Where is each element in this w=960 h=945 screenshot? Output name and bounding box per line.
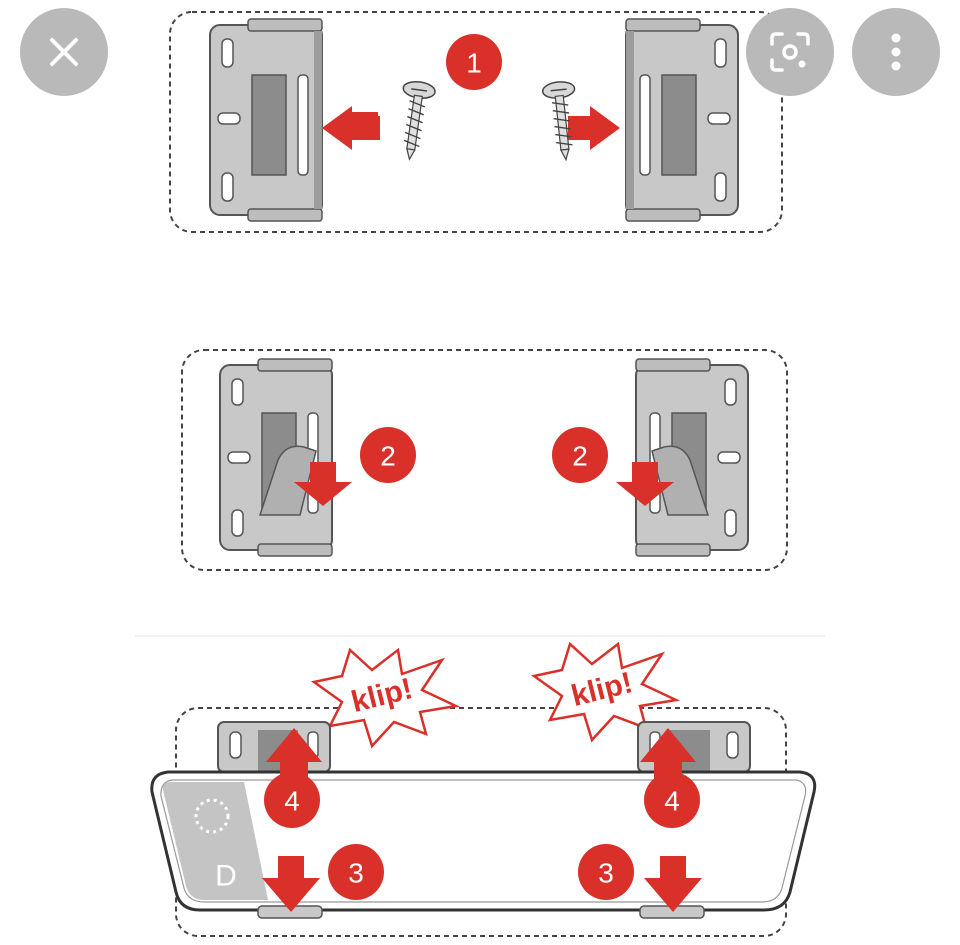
step34-left-top-bracket xyxy=(217,721,331,773)
step2-arrow-left-icon xyxy=(294,462,352,506)
step1-number: 1 xyxy=(466,48,482,79)
step1-dashed-frame xyxy=(169,11,783,233)
step4-number-right: 4 xyxy=(664,786,680,817)
step2-left-bracket xyxy=(219,358,333,557)
lens-search-button[interactable] xyxy=(746,8,834,96)
step1-arrow-left-shape-icon xyxy=(322,106,380,150)
step3-badge-left: 3 xyxy=(328,844,384,900)
step34-panel: klip! klip! D xyxy=(135,635,825,937)
step4-number-left: 4 xyxy=(284,786,300,817)
lens-search-icon xyxy=(770,32,810,72)
mirror-sensor-icon xyxy=(194,798,230,834)
step1-arrow-right-shape-icon xyxy=(568,106,620,150)
step2-arrow-right-icon xyxy=(616,462,674,506)
step4-badge-left: 4 xyxy=(264,772,320,828)
klip-burst-left: klip! xyxy=(310,647,461,749)
step1-left-bracket xyxy=(209,18,323,222)
mirror-inner-outline xyxy=(160,779,807,903)
step2-number-right: 2 xyxy=(572,441,588,472)
step3-number-left: 3 xyxy=(348,858,364,889)
step1-panel: 1 xyxy=(169,11,783,233)
step2-badge-right: 2 xyxy=(552,427,608,483)
klip-burst-right: klip! xyxy=(530,641,681,743)
step3-arrow-right-icon xyxy=(644,856,702,912)
mirror-camera-panel xyxy=(162,782,268,900)
mirror-mark: D xyxy=(215,860,237,893)
step3-arrow-left-icon xyxy=(262,856,320,912)
step3-badge-right: 3 xyxy=(578,844,634,900)
close-button[interactable] xyxy=(20,8,108,96)
more-vert-icon xyxy=(891,33,901,71)
step3-number-right: 3 xyxy=(598,858,614,889)
step1-badge: 1 xyxy=(446,34,502,90)
step2-panel: 2 2 xyxy=(181,349,788,571)
step1-screw-left-icon xyxy=(392,79,437,163)
step2-right-bracket xyxy=(635,358,749,557)
step2-dashed-frame xyxy=(181,349,788,571)
close-icon xyxy=(50,38,78,66)
step1-right-bracket xyxy=(625,18,739,222)
step2-number-left: 2 xyxy=(380,441,396,472)
step34-dashed-frame xyxy=(175,707,787,937)
step2-badge-left: 2 xyxy=(360,427,416,483)
step4-arrow-left-icon xyxy=(266,728,322,790)
step4-badge-right: 4 xyxy=(644,772,700,828)
more-options-button[interactable] xyxy=(852,8,940,96)
